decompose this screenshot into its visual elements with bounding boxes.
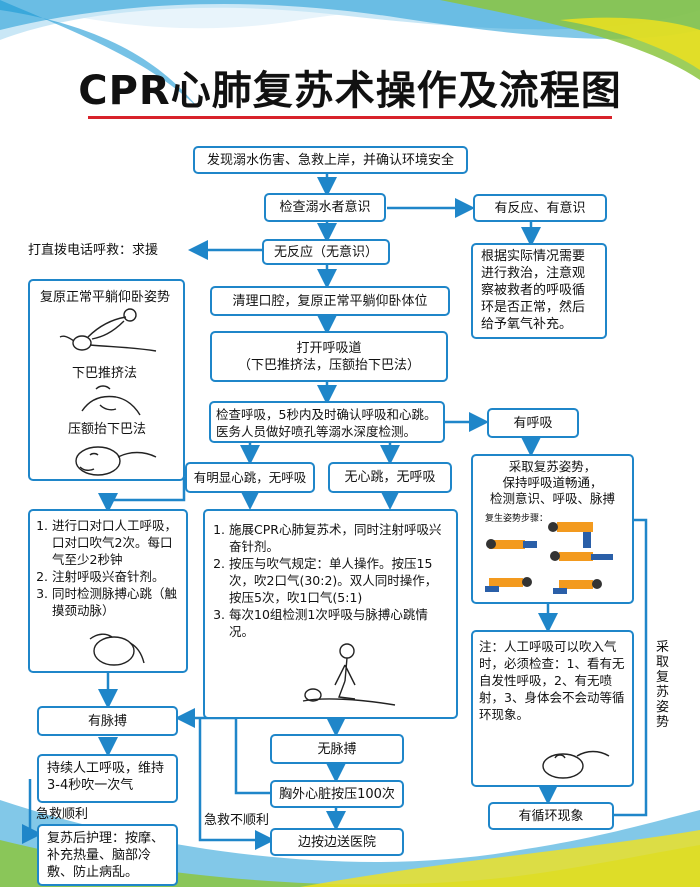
check-breathing-line1: 检查呼吸，5秒内及时确认呼吸和心跳。 bbox=[216, 407, 437, 422]
recovery-line1: 采取复苏姿势， bbox=[508, 459, 597, 474]
recovery-steps-label: 复生姿势步骤： bbox=[485, 514, 549, 524]
breathing-check-illustration-icon bbox=[542, 750, 610, 779]
continue-breathing-text: 持续人工呼吸，维持3-4秒吹一次气 bbox=[47, 761, 165, 793]
label-rescue-not-ok: 急救不顺利 bbox=[204, 813, 270, 828]
label-rescue-ok: 急救顺利 bbox=[36, 807, 89, 822]
node-no-pulse: 无脉搏 bbox=[270, 734, 404, 764]
node-pulse-no-breath: 有明显心跳，无呼吸 bbox=[185, 462, 315, 493]
node-discover: 发现溺水伤害、急救上岸，并确认环境安全 bbox=[193, 146, 468, 174]
node-to-hospital: 边按边送医院 bbox=[270, 828, 404, 856]
responsive-note-text: 根据实际情况需要进行救治，注意观察被救者的呼吸循环是否正常，然后给予氧气补充。 bbox=[481, 249, 586, 332]
cpr-step-3: 每次10组检测1次呼吸与脉搏心跳情况。 bbox=[229, 606, 446, 640]
node-clear-mouth: 清理口腔，复原正常平躺仰卧体位 bbox=[210, 286, 450, 316]
rescue-breath-list: 进行口对口人工呼吸，口对口吹气2次。每口气至少2秒钟 注射呼吸兴奋针剂。 同时检… bbox=[34, 517, 180, 619]
page-title: CPR心肺复苏术操作及流程图 bbox=[78, 68, 622, 114]
chest-compression-illustration-icon bbox=[302, 643, 396, 706]
node-post-care: 复苏后护理：按摩、补充热量、脑部冷敷、防止病乱。 bbox=[37, 824, 178, 886]
rescue-breath-step-3: 同时检测脉搏心跳（触摸颈动脉） bbox=[52, 585, 180, 619]
open-airway-line1: 打开呼吸道 bbox=[296, 340, 362, 356]
jaw-thrust-illustration-icon bbox=[59, 308, 157, 352]
node-has-breathing: 有呼吸 bbox=[487, 408, 579, 438]
node-continue-breathing: 持续人工呼吸，维持3-4秒吹一次气 bbox=[37, 754, 178, 803]
title-rule bbox=[88, 116, 612, 119]
node-responsive-note: 根据实际情况需要进行救治，注意观察被救者的呼吸循环是否正常，然后给予氧气补充。 bbox=[471, 243, 607, 339]
recovery-vertical-label: 采取复苏姿势 bbox=[655, 640, 669, 730]
panel-posture: 复原正常平躺仰卧姿势 下巴推挤法 压额抬下巴法 bbox=[28, 279, 185, 481]
panel-note: 注：人工呼吸可以吹入气时，必须检查：1、看有无自发性呼吸，2、有无喷射，3、身体… bbox=[471, 630, 634, 787]
recovery-line3: 检测意识、呼吸、脉搏 bbox=[489, 491, 615, 506]
head-tilt-face-illustration-icon bbox=[75, 446, 157, 476]
node-chest-compression: 胸外心脏按压100次 bbox=[270, 780, 404, 808]
node-open-airway: 打开呼吸道 （下巴推挤法，压额抬下巴法） bbox=[210, 331, 448, 382]
node-call-help: 打直拨电话呼救：求援 bbox=[28, 243, 159, 258]
check-breathing-line2: 医务人员做好喷孔等溺水深度检测。 bbox=[216, 424, 417, 439]
posture-panel-title: 复原正常平躺仰卧姿势 bbox=[40, 290, 171, 305]
node-has-circulation: 有循环现象 bbox=[488, 802, 614, 830]
cpr-step-1: 施展CPR心肺复苏术，同时注射呼吸兴奋针剂。 bbox=[229, 521, 446, 555]
cpr-list: 施展CPR心肺复苏术，同时注射呼吸兴奋针剂。 按压与吹气规定：单人操作。按压15… bbox=[211, 521, 446, 640]
node-check-breathing: 检查呼吸，5秒内及时确认呼吸和心跳。 医务人员做好喷孔等溺水深度检测。 bbox=[209, 401, 445, 443]
rescue-breath-step-2: 注射呼吸兴奋针剂。 bbox=[52, 568, 180, 585]
panel-recovery: 采取复苏姿势， 保持呼吸道畅通， 检测意识、呼吸、脉搏 复生姿势步骤： bbox=[471, 454, 634, 604]
panel-cpr: 施展CPR心肺复苏术，同时注射呼吸兴奋针剂。 按压与吹气规定：单人操作。按压15… bbox=[203, 509, 458, 719]
head-tilt-illustration-icon bbox=[81, 385, 141, 416]
node-unresponsive: 无反应（无意识） bbox=[262, 239, 390, 265]
posture-head-tilt: 压额抬下巴法 bbox=[68, 422, 147, 437]
recovery-line2: 保持呼吸道畅通， bbox=[502, 475, 603, 490]
recovery-steps-illustration-icon bbox=[485, 522, 613, 594]
open-airway-line2: （下巴推挤法，压额抬下巴法） bbox=[237, 357, 420, 373]
rescue-breath-step-1: 进行口对口人工呼吸，口对口吹气2次。每口气至少2秒钟 bbox=[52, 517, 180, 568]
pulse-check-illustration-icon bbox=[89, 633, 145, 666]
note-text: 注：人工呼吸可以吹入气时，必须检查：1、看有无自发性呼吸，2、有无喷射，3、身体… bbox=[479, 639, 625, 722]
panel-rescue-breath: 进行口对口人工呼吸，口对口吹气2次。每口气至少2秒钟 注射呼吸兴奋针剂。 同时检… bbox=[28, 509, 188, 673]
node-responsive: 有反应、有意识 bbox=[473, 194, 607, 222]
post-care-text: 复苏后护理：按摩、补充热量、脑部冷敷、防止病乱。 bbox=[47, 831, 165, 880]
node-check-consciousness: 检查溺水者意识 bbox=[264, 193, 386, 222]
posture-jaw-thrust: 下巴推挤法 bbox=[72, 366, 138, 381]
cpr-step-2: 按压与吹气规定：单人操作。按压15次，吹2口气(30:2)。双人同时操作，按压5… bbox=[229, 555, 446, 606]
node-has-pulse: 有脉搏 bbox=[37, 706, 178, 736]
node-no-pulse-no-breath: 无心跳，无呼吸 bbox=[328, 462, 452, 493]
